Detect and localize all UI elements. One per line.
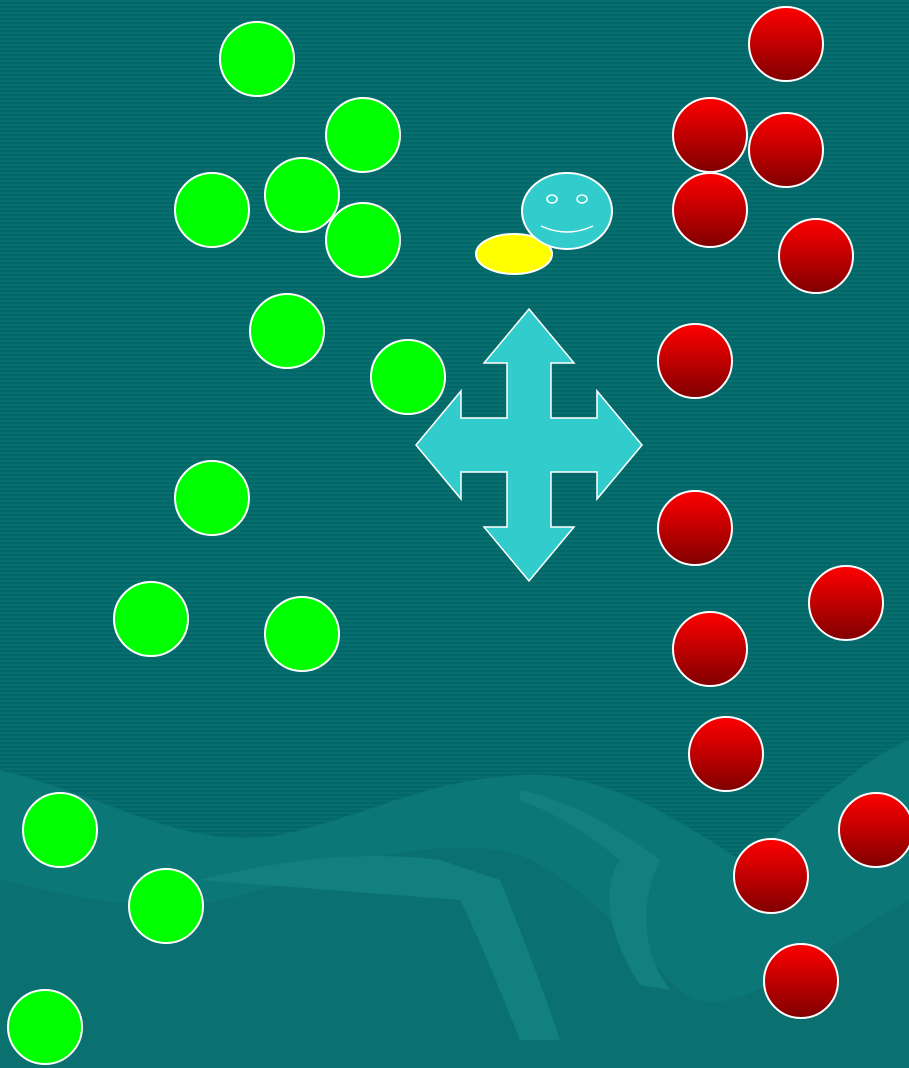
- green-ball: [326, 98, 400, 172]
- red-ball: [839, 793, 909, 867]
- red-ball: [749, 7, 823, 81]
- red-ball: [673, 173, 747, 247]
- red-ball: [734, 839, 808, 913]
- character: [476, 173, 612, 274]
- red-ball: [673, 612, 747, 686]
- red-ball: [809, 566, 883, 640]
- green-ball: [326, 203, 400, 277]
- green-ball: [23, 793, 97, 867]
- red-ball: [749, 113, 823, 187]
- green-ball: [371, 340, 445, 414]
- green-ball: [265, 158, 339, 232]
- green-ball: [220, 22, 294, 96]
- red-ball: [689, 717, 763, 791]
- smiley-face-icon: [522, 173, 612, 249]
- four-way-arrow-icon: [416, 309, 642, 581]
- green-ball: [265, 597, 339, 671]
- green-ball: [175, 173, 249, 247]
- green-ball: [175, 461, 249, 535]
- red-ball: [658, 491, 732, 565]
- red-ball: [673, 98, 747, 172]
- green-ball: [129, 869, 203, 943]
- red-ball: [658, 324, 732, 398]
- red-ball: [779, 219, 853, 293]
- red-ball: [764, 944, 838, 1018]
- green-ball: [250, 294, 324, 368]
- green-ball: [8, 990, 82, 1064]
- green-ball: [114, 582, 188, 656]
